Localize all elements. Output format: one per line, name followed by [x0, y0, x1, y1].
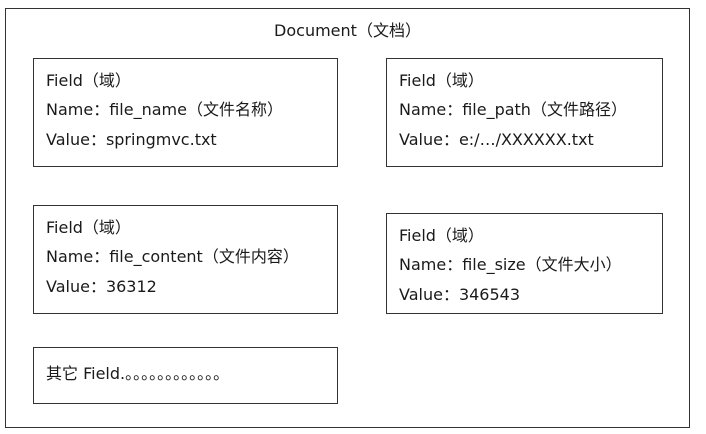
field-name: Name：file_path（文件路径） [399, 100, 627, 119]
other-fields-label: 其它 Field.。。。。。。。。。。。。 [46, 364, 230, 383]
field-header: Field（域） [46, 71, 131, 90]
field-box-file-content: Field（域） Name：file_content（文件内容） Value：3… [33, 205, 338, 314]
field-box-file-size: Field（域） Name：file_size（文件大小） Value：3465… [386, 213, 663, 314]
field-value: Value：346543 [399, 285, 521, 304]
field-name: Name：file_content（文件内容） [46, 247, 299, 266]
field-header: Field（域） [46, 218, 131, 237]
field-value: Value：springmvc.txt [46, 130, 217, 149]
field-box-file-name: Field（域） Name：file_name（文件名称） Value：spri… [33, 58, 338, 167]
field-header: Field（域） [399, 226, 484, 245]
document-container: Document（文档） Field（域） Name：file_name（文件名… [5, 8, 690, 428]
field-box-file-path: Field（域） Name：file_path（文件路径） Value：e:/…… [386, 58, 663, 167]
field-value: Value：e:/…/XXXXXX.txt [399, 130, 594, 149]
field-box-other: 其它 Field.。。。。。。。。。。。。 [33, 347, 338, 404]
field-name: Name：file_name（文件名称） [46, 100, 283, 119]
field-name: Name：file_size（文件大小） [399, 255, 622, 274]
field-header: Field（域） [399, 71, 484, 90]
field-value: Value：36312 [46, 277, 157, 296]
document-title: Document（文档） [274, 21, 421, 40]
